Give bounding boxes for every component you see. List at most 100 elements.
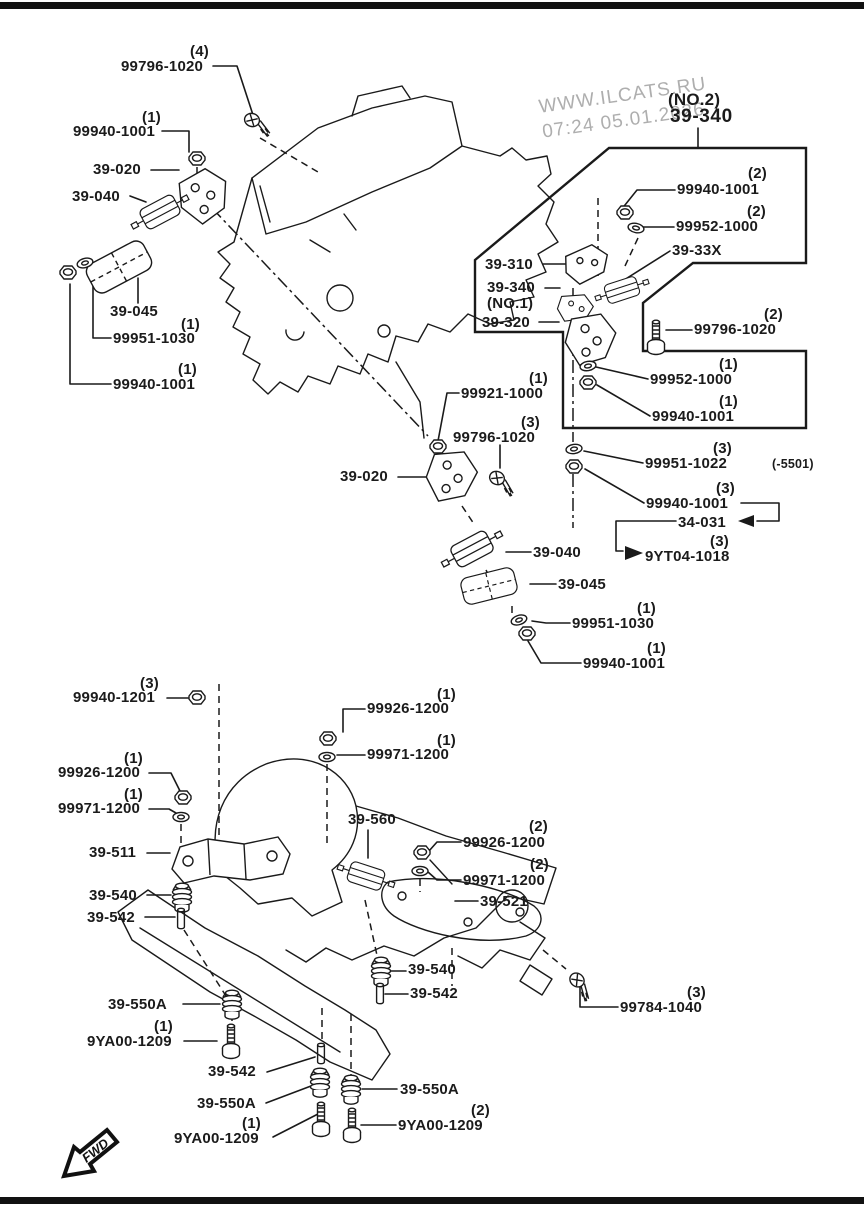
nut-icon	[616, 205, 634, 220]
part-label: 99921-1000	[461, 385, 544, 402]
part-qty: (1)	[142, 109, 161, 126]
nut-icon	[565, 459, 583, 474]
pin-39-542-icon	[375, 982, 385, 1005]
part-label: 39-521	[480, 893, 528, 910]
part-qty: (1)	[178, 361, 197, 378]
part-label: 39-320	[482, 314, 530, 331]
part-label: 99940-1001	[73, 123, 156, 140]
part-qty: (1)	[242, 1115, 261, 1132]
part-label: 39-511	[89, 844, 137, 861]
part-label: 99796-1020	[121, 58, 204, 75]
nut-icon	[174, 790, 192, 805]
bracket-39-511-icon	[171, 836, 291, 884]
part-qty: (3)	[716, 480, 735, 497]
part-qty: (NO.1)	[487, 295, 534, 312]
part-label: 39-550A	[197, 1095, 256, 1112]
part-qty: (2)	[529, 818, 548, 835]
washer-icon	[509, 612, 529, 628]
part-label: 39-340	[487, 279, 535, 296]
part-label: 39-020	[93, 161, 141, 178]
part-qty: (1)	[124, 750, 143, 767]
top-border	[0, 2, 864, 9]
bushing-39-540-icon	[370, 956, 392, 987]
part-qty: (3)	[710, 533, 729, 550]
bolt-icon	[342, 1107, 362, 1144]
part-label: 9YA00-1209	[174, 1130, 259, 1147]
part-label: 99926-1200	[367, 700, 450, 717]
part-qty: (1)	[529, 370, 548, 387]
engine-top-outline	[217, 85, 559, 439]
nut-icon	[413, 845, 431, 860]
construction-dashes	[180, 137, 639, 1078]
part-qty: (1)	[647, 640, 666, 657]
part-label: 99951-1030	[572, 615, 655, 632]
part-label: 99796-1020	[453, 429, 536, 446]
part-qty: (1)	[719, 393, 738, 410]
mount-39-560-icon	[334, 856, 398, 896]
part-label: 39-340	[670, 106, 733, 127]
part-qty: (1)	[637, 600, 656, 617]
bolt-icon	[311, 1101, 331, 1138]
nut-icon	[59, 265, 77, 280]
flow-arrowheads	[625, 515, 754, 560]
part-label: 99971-1200	[367, 746, 450, 763]
part-label: 9YT04-1018	[645, 548, 730, 565]
bottom-border	[0, 1197, 864, 1204]
part-qty: (3)	[713, 440, 732, 457]
part-qty: (3)	[521, 414, 540, 431]
part-qty: (3)	[140, 675, 159, 692]
part-label: 9YA00-1209	[87, 1033, 172, 1050]
bolt-icon	[240, 110, 275, 138]
bolt-icon	[646, 319, 666, 356]
engine-bottom-outline	[117, 758, 557, 1081]
part-label: 99951-1022	[645, 455, 728, 472]
nut-icon	[188, 151, 206, 166]
washer-icon	[172, 811, 190, 823]
part-label: 99971-1200	[58, 800, 141, 817]
nut-icon	[429, 439, 447, 454]
part-label: 99926-1200	[58, 764, 141, 781]
part-label: 39-550A	[400, 1081, 459, 1098]
part-label: 99940-1001	[646, 495, 729, 512]
enclosure-box	[473, 146, 808, 430]
mount-39-040-icon	[436, 522, 508, 576]
part-label: 39-040	[72, 188, 120, 205]
part-label: 39-560	[348, 811, 396, 828]
part-qty: (3)	[687, 984, 706, 1001]
part-label: 34-031	[678, 514, 726, 531]
part-label: 39-542	[208, 1063, 256, 1080]
part-label: 99940-1001	[652, 408, 735, 425]
nut-icon	[319, 731, 337, 746]
part-label: 99940-1201	[73, 689, 156, 706]
pin-39-542-icon	[176, 907, 186, 930]
part-qty: (2)	[530, 856, 549, 873]
bushing-39-550a-icon	[221, 989, 243, 1020]
part-qty: (1)	[124, 786, 143, 803]
part-qty: (1)	[719, 356, 738, 373]
part-label: 99940-1001	[113, 376, 196, 393]
part-label: 99971-1200	[463, 872, 546, 889]
bracket-39-310-icon	[560, 241, 613, 288]
pin-39-542-icon	[316, 1042, 326, 1065]
part-qty: (2)	[471, 1102, 490, 1119]
part-label: 39-550A	[108, 996, 167, 1013]
part-label: 39-020	[340, 468, 388, 485]
part-label: 99784-1040	[620, 999, 703, 1016]
part-label: 39-542	[87, 909, 135, 926]
nut-icon	[188, 690, 206, 705]
part-label: 39-542	[410, 985, 458, 1002]
washer-icon	[626, 221, 646, 235]
washer-icon	[411, 865, 429, 877]
part-label: 99952-1000	[650, 371, 733, 388]
part-qty: (1)	[437, 686, 456, 703]
bushing-39-550a-icon	[340, 1074, 362, 1105]
part-label: 99940-1001	[677, 181, 760, 198]
part-label: 39-040	[533, 544, 581, 561]
part-qty: (2)	[748, 165, 767, 182]
leader-lines	[69, 65, 780, 1138]
part-qty: (1)	[154, 1018, 173, 1035]
part-qty: (2)	[764, 306, 783, 323]
nut-icon	[518, 626, 536, 641]
